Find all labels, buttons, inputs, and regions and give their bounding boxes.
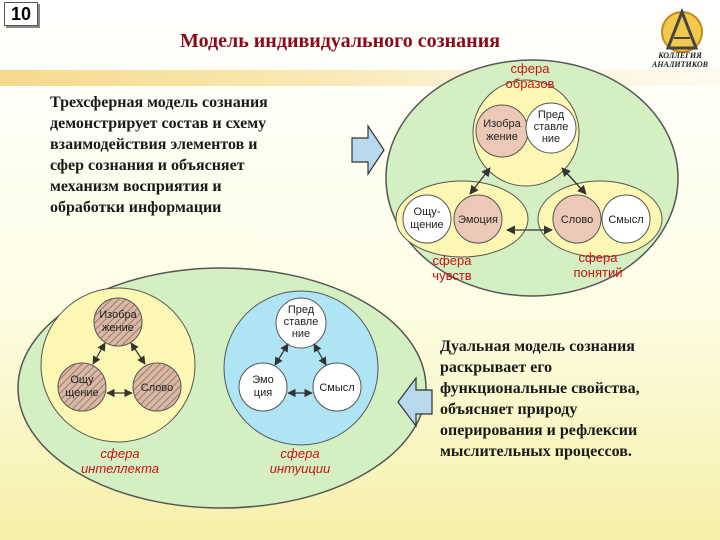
desc-line: демонстрирует состав и схему: [50, 115, 267, 132]
dual-link: [130, 342, 146, 365]
node-word: [552, 194, 602, 244]
slide-number: 10: [4, 2, 38, 26]
dual-node-word: [132, 362, 182, 412]
three-sphere-description: Трехсферная модель сознания демонстрируе…: [50, 92, 350, 218]
page-title: Модель индивидуального сознания: [179, 30, 501, 52]
node-representation: [525, 102, 577, 154]
node-sensation: [402, 194, 452, 244]
node-emotion: [453, 194, 503, 244]
node-sensation-label: Ощу-щение: [410, 206, 443, 231]
desc-line: механизм восприятия и: [50, 178, 222, 195]
dual-node-image: [93, 297, 143, 347]
dual-link: [313, 343, 327, 366]
desc-line: раскрывает его: [440, 359, 553, 376]
desc-line: сфер сознания и объясняет: [50, 157, 245, 174]
dual-link: [92, 342, 106, 365]
dual-node-meaning: [312, 362, 362, 412]
arrow-right-icon: [351, 124, 385, 176]
node-meaning: [601, 194, 651, 244]
link-images-concepts: [561, 167, 587, 195]
dual-node-emotion: [238, 362, 288, 412]
dual-model-description: Дуальная модель сознания раскрывает его …: [440, 336, 710, 462]
desc-line: Трехсферная модель сознания: [50, 94, 268, 111]
desc-line: взаимодействия элементов и: [50, 136, 258, 153]
desc-line: мыслительных процессов.: [440, 443, 632, 460]
arrow-left-icon: [397, 376, 433, 428]
logo-text-line1: КОЛЛЕГИЯ: [657, 51, 702, 60]
link-images-feelings: [469, 167, 491, 195]
node-meaning-label: Смысл: [608, 214, 643, 226]
desc-line: оперирования и рефлексии: [440, 422, 638, 439]
dual-node-representation: [275, 297, 327, 349]
desc-line: объясняет природу: [440, 401, 578, 418]
dual-node-meaning-label: Смысл: [319, 382, 354, 394]
logo-text-line2: АНАЛИТИКОВ: [651, 60, 709, 69]
dual-node-sensation: [57, 362, 107, 412]
node-word-label: Слово: [561, 214, 593, 226]
logo-icon: КОЛЛЕГИЯ АНАЛИТИКОВ: [651, 7, 709, 69]
node-emotion-label: Эмоция: [458, 214, 498, 226]
desc-line: Дуальная модель сознания: [440, 338, 635, 355]
desc-line: функциональные свойства,: [440, 380, 640, 397]
dual-node-word-label: Слово: [141, 382, 173, 394]
desc-line: обработки информации: [50, 199, 222, 216]
dual-link: [274, 343, 289, 366]
